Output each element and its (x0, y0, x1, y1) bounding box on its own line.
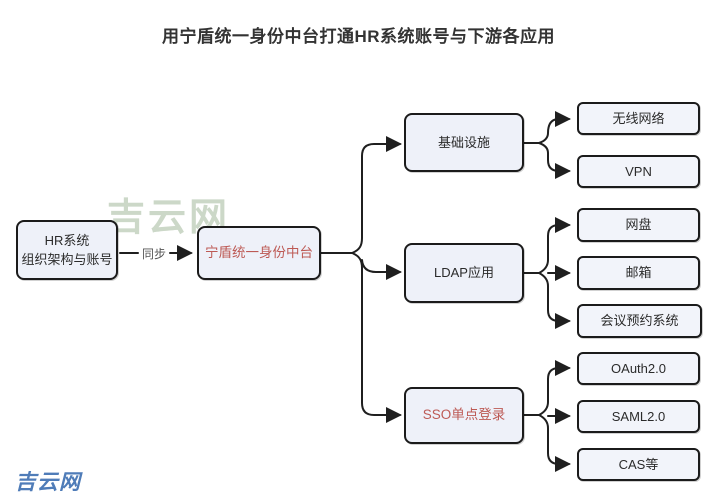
edge-hub-ldap (361, 259, 402, 280)
node-identity-hub-label: 宁盾统一身份中台 (205, 244, 313, 260)
node-app-oauth2: OAuth2.0 (577, 352, 700, 385)
node-app-mailbox: 邮箱 (577, 256, 700, 290)
edge-hub-sso (351, 252, 402, 423)
node-identity-hub: 宁盾统一身份中台 (197, 226, 321, 280)
edge-infra-vpn (538, 142, 571, 179)
edge-ldap-netdisk (538, 217, 571, 274)
node-category-sso: SSO单点登录 (404, 387, 524, 444)
node-app-vpn: VPN (577, 155, 700, 188)
node-hr-system: HR系统 组织架构与账号 (16, 220, 118, 280)
node-app-meeting-booking: 会议预约系统 (577, 304, 702, 338)
node-category-ldap-label: LDAP应用 (434, 265, 494, 281)
node-category-infrastructure-label: 基础设施 (437, 134, 490, 150)
edge-infra-wifi (538, 111, 571, 144)
node-hr-system-line1: HR系统 (44, 232, 90, 248)
node-app-saml2: SAML2.0 (577, 400, 700, 433)
edge-ldap-meeting (538, 272, 571, 329)
node-hr-system-line2: 组织架构与账号 (21, 252, 113, 267)
node-app-netdisk: 网盘 (577, 208, 700, 242)
watermark-corner: 吉云网 (15, 471, 81, 494)
edge-sso-cas (538, 414, 571, 472)
node-category-infrastructure: 基础设施 (404, 113, 524, 172)
node-category-sso-label: SSO单点登录 (422, 407, 506, 423)
page-title: 用宁盾统一身份中台打通HR系统账号与下游各应用 (161, 27, 556, 46)
sync-arrow-label: 同步 (141, 247, 166, 261)
node-app-cas: CAS等 (577, 448, 700, 481)
edge-hub-infrastructure (351, 136, 402, 254)
edge-sso-oauth (538, 360, 571, 416)
node-app-wireless: 无线网络 (577, 102, 700, 135)
node-category-ldap: LDAP应用 (404, 243, 524, 303)
